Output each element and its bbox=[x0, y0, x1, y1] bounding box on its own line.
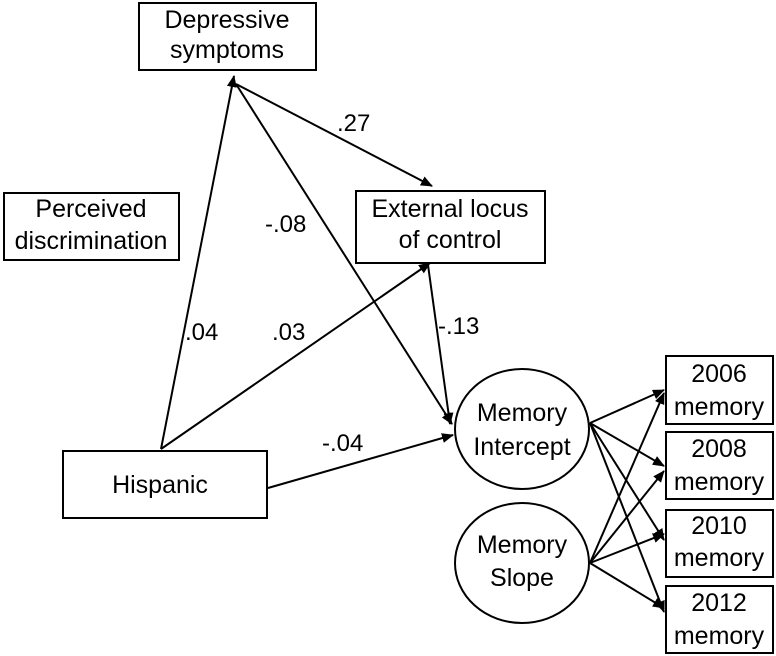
node-label-line: Memory bbox=[477, 531, 568, 559]
node-memory-2010: 2010 memory bbox=[665, 509, 774, 578]
node-label-line: Memory bbox=[477, 399, 568, 427]
node-memory-intercept: Memory Intercept bbox=[454, 368, 590, 490]
node-hispanic: Hispanic bbox=[62, 450, 268, 519]
node-label-line: 2012 bbox=[691, 589, 747, 617]
node-label-line: Depressive bbox=[164, 6, 289, 34]
node-label-line: Intercept bbox=[473, 433, 570, 461]
coef-depressive-to-intercept: -.08 bbox=[265, 211, 306, 238]
node-external-locus: External locus of control bbox=[355, 190, 546, 264]
coef-locus-to-intercept: -.13 bbox=[438, 313, 479, 340]
node-label-line: memory bbox=[674, 468, 765, 496]
node-label-line: Slope bbox=[490, 564, 554, 592]
node-label-line: memory bbox=[674, 544, 765, 572]
node-label-line: memory bbox=[674, 393, 765, 421]
node-label: Hispanic bbox=[112, 471, 208, 499]
node-memory-2012: 2012 memory bbox=[665, 585, 774, 654]
arrow-slope-to-2012 bbox=[589, 562, 665, 609]
node-label-line: memory bbox=[674, 622, 765, 650]
edges bbox=[160, 75, 665, 613]
coef-hispanic-to-intercept: -.04 bbox=[322, 430, 363, 457]
arrow-slope-to-2006 bbox=[589, 392, 665, 564]
node-memory-slope: Memory Slope bbox=[454, 502, 590, 624]
node-label-line: 2008 bbox=[691, 435, 747, 463]
node-label-line: Perceived bbox=[35, 195, 146, 223]
arrow-intercept-to-2006 bbox=[589, 389, 665, 424]
node-label-line: symptoms bbox=[170, 36, 284, 64]
arrow-slope-to-2010 bbox=[589, 533, 665, 564]
arrow-slope-to-2008 bbox=[589, 470, 665, 564]
arrow-depressive-to-intercept bbox=[235, 83, 453, 425]
arrow-hispanic-to-depressive bbox=[160, 75, 237, 450]
node-depressive-symptoms: Depressive symptoms bbox=[138, 2, 317, 71]
node-label-line: 2006 bbox=[691, 360, 747, 388]
node-memory-2006: 2006 memory bbox=[665, 355, 774, 425]
arrow-hispanic-to-locus bbox=[160, 262, 431, 450]
arrow-depressive-to-locus bbox=[235, 83, 433, 187]
node-label-line: 2010 bbox=[691, 512, 747, 540]
node-memory-2008: 2008 memory bbox=[665, 431, 774, 500]
node-label-line: discrimination bbox=[15, 227, 168, 255]
node-perceived-discrimination: Perceived discrimination bbox=[3, 192, 180, 261]
arrow-hispanic-to-intercept bbox=[267, 433, 454, 489]
arrow-locus-to-intercept bbox=[427, 264, 454, 425]
arrow-intercept-to-2008 bbox=[589, 422, 665, 467]
coef-hispanic-to-depressive: .04 bbox=[185, 319, 218, 346]
coef-depressive-to-locus: .27 bbox=[337, 110, 370, 137]
node-label-line: External locus bbox=[371, 195, 528, 223]
arrow-intercept-to-2010 bbox=[589, 422, 665, 541]
node-label-line: of control bbox=[399, 226, 502, 254]
coef-hispanic-to-locus: .03 bbox=[272, 319, 305, 346]
path-coefficients: .27 -.08 .04 .03 -.13 -.04 bbox=[185, 110, 479, 457]
